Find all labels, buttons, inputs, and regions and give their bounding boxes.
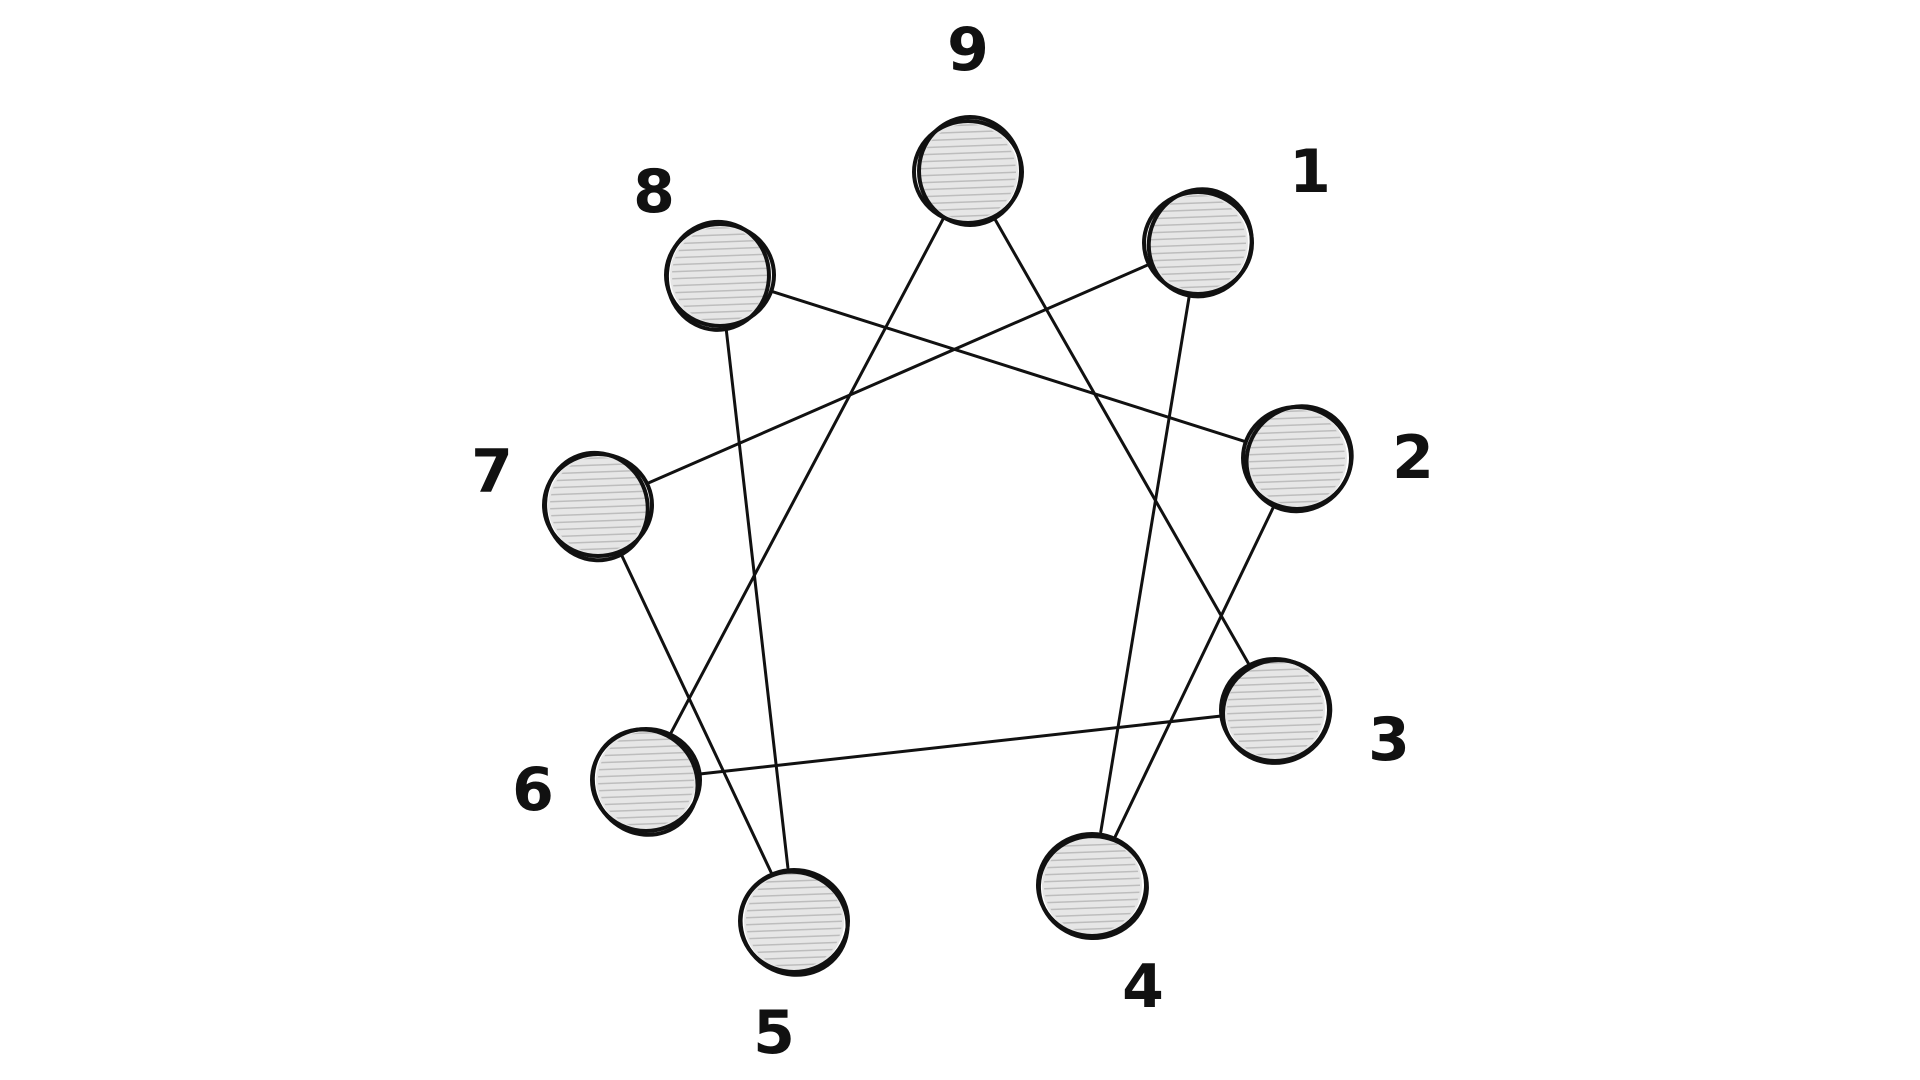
node-ring-outer (917, 115, 1023, 227)
edge-4-2 (1113, 505, 1276, 838)
node-label-4: 4 (1122, 952, 1164, 1022)
node-4: 4 (1036, 832, 1164, 1022)
node-label-8: 8 (633, 157, 675, 227)
node-ring-outer (738, 869, 850, 977)
node-label-2: 2 (1392, 423, 1434, 493)
node-1: 1 (1142, 137, 1331, 299)
edge-7-1 (645, 263, 1151, 485)
node-9: 9 (912, 15, 1024, 227)
node-6: 6 (512, 727, 702, 837)
node-ring-outer (1036, 834, 1149, 941)
node-ring-outer (590, 727, 700, 837)
node-7: 7 (471, 437, 654, 563)
node-label-6: 6 (512, 755, 554, 825)
node-hatch (920, 124, 1016, 219)
node-label-7: 7 (471, 437, 513, 507)
edge-2-8 (769, 289, 1248, 444)
edge-8-5 (724, 327, 790, 869)
node-ring-outer (664, 219, 771, 332)
edge-layer (619, 217, 1276, 874)
node-ring-outer (1244, 404, 1354, 514)
edge-9-3 (993, 217, 1250, 665)
node-8: 8 (633, 157, 776, 332)
edge-5-7 (619, 552, 773, 874)
node-label-3: 3 (1368, 705, 1410, 775)
node-label-5: 5 (753, 998, 795, 1068)
edge-3-6 (698, 714, 1223, 776)
edge-6-9 (669, 218, 945, 734)
node-ring-outer (543, 450, 650, 563)
node-layer: 9 1 2 3 4 5 6 7 8 (471, 15, 1434, 1068)
node-ring-outer (1146, 187, 1254, 299)
node-2: 2 (1241, 404, 1434, 514)
node-label-1: 1 (1289, 137, 1331, 207)
node-3: 3 (1219, 657, 1410, 775)
node-5: 5 (738, 868, 850, 1068)
edge-1-4 (1099, 294, 1191, 834)
node-label-9: 9 (947, 15, 989, 85)
node-ring-outer (1221, 658, 1333, 765)
